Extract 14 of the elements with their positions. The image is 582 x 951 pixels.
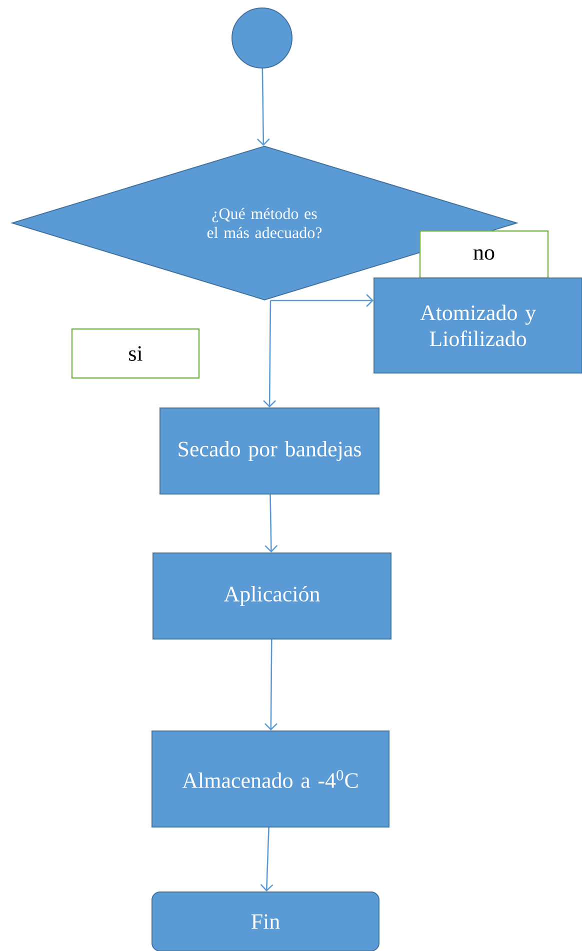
process-box: Almacenado a -4$^{0}$C — [152, 730, 390, 828]
arrow — [264, 640, 278, 730]
arrow — [260, 827, 274, 892]
process-box: Secado por bandejas — [160, 408, 380, 494]
process-box: Aplicación — [152, 552, 392, 640]
arrow — [270, 294, 374, 307]
process-box: Atomizado y Liofilizado — [374, 278, 582, 374]
answer-box: si — [71, 328, 200, 379]
arrow — [256, 68, 270, 146]
start-circle — [232, 8, 292, 68]
end-box: Fin — [152, 892, 380, 951]
arrow — [264, 494, 278, 552]
answer-box: no — [419, 230, 549, 279]
arrow — [263, 300, 276, 408]
